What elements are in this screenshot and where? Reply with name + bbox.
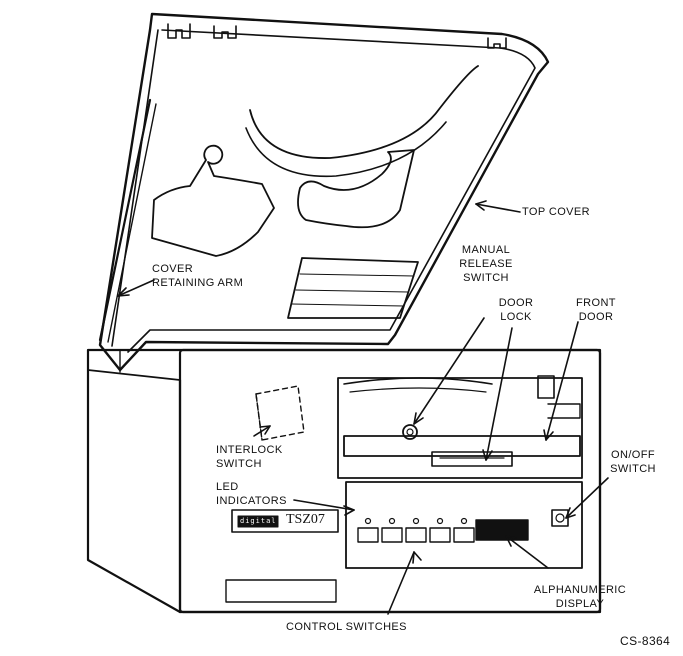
cover-retaining-arm [98,98,157,343]
label-on-off-line1: ON/OFF [611,449,655,461]
label-manual-line1: MANUAL [461,244,511,256]
label-front-door: FRONT DOOR [574,296,618,324]
label-manual-line2: RELEASE [459,258,513,270]
label-alphanumeric-line2: DISPLAY [555,598,605,610]
interlock-switch [255,385,305,441]
label-interlock-switch: INTERLOCK SWITCH [216,443,283,471]
led-indicators [364,517,468,525]
leader-lines [117,200,609,615]
alphanumeric-display [475,519,529,541]
label-manual-line3: SWITCH [463,272,509,284]
label-cover-retaining-arm: COVER RETAINING ARM [152,262,243,290]
label-led-line2: INDICATORS [216,495,287,507]
label-led-indicators: LED INDICATORS [216,480,287,508]
label-manual-release-switch: MANUAL RELEASE SWITCH [458,243,514,285]
label-door-lock: DOOR LOCK [496,296,536,324]
manual-release-switch [402,424,418,440]
label-interlock-line2: SWITCH [216,458,262,470]
nameplate [231,509,339,533]
label-on-off-switch: ON/OFF SWITCH [606,448,660,476]
front-panel [178,348,602,614]
top-cover [98,12,550,372]
control-switches [357,527,475,543]
label-control-switches: CONTROL SWITCHES [286,621,407,633]
label-front-door-line1: FRONT [576,297,616,309]
label-alphanumeric-line1: ALPHANUMERIC [533,584,627,596]
figure-id: CS-8364 [620,634,671,648]
cabinet [86,348,602,614]
nameplate-model: TSZ07 [286,512,325,527]
label-interlock-line1: INTERLOCK [216,444,283,456]
label-on-off-line2: SWITCH [610,463,656,475]
nameplate-logo: digital [240,517,276,525]
label-top-cover: TOP COVER [522,206,590,218]
label-cover-retaining-arm-line1: COVER [152,263,194,275]
label-door-lock-line1: DOOR [498,297,534,309]
label-front-door-line2: DOOR [578,311,614,323]
label-door-lock-line2: LOCK [500,311,532,323]
label-alphanumeric-display: ALPHANUMERIC DISPLAY [532,583,628,611]
label-led-line1: LED [216,481,239,493]
label-cover-retaining-arm-line2: RETAINING ARM [152,277,244,289]
